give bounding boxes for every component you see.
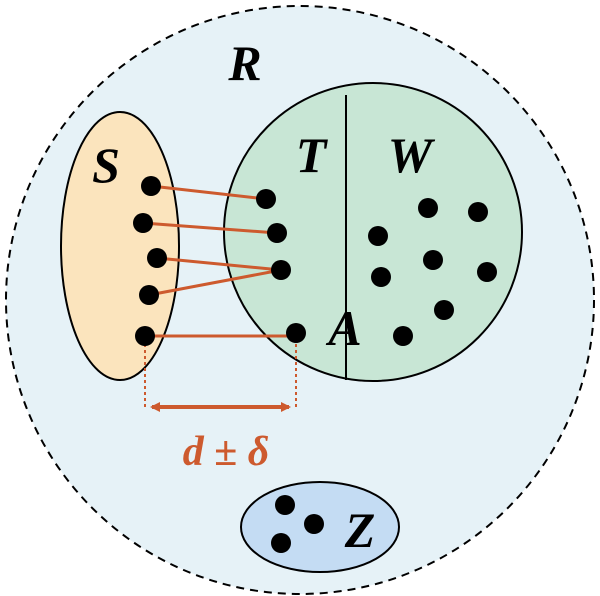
t-point bbox=[256, 189, 276, 209]
s-point bbox=[147, 248, 167, 268]
t-point bbox=[286, 323, 306, 343]
w-point bbox=[393, 326, 413, 346]
w-point bbox=[468, 202, 488, 222]
t-point bbox=[271, 260, 291, 280]
w-point bbox=[434, 300, 454, 320]
distance-label: d ± δ bbox=[183, 429, 270, 475]
label-w: W bbox=[388, 127, 436, 183]
s-point bbox=[135, 326, 155, 346]
z-point bbox=[304, 514, 324, 534]
points bbox=[133, 176, 497, 553]
t-point bbox=[267, 223, 287, 243]
link-s4-t3 bbox=[148, 268, 282, 297]
s-point bbox=[133, 213, 153, 233]
w-point bbox=[368, 226, 388, 246]
label-z: Z bbox=[344, 502, 376, 558]
w-point bbox=[371, 267, 391, 287]
s-point bbox=[141, 176, 161, 196]
link-s1-t1 bbox=[150, 184, 267, 201]
links bbox=[142, 184, 296, 338]
distance-indicator bbox=[144, 344, 297, 412]
w-point bbox=[418, 198, 438, 218]
label-a: A bbox=[325, 300, 361, 356]
z-point bbox=[275, 495, 295, 515]
label-s: S bbox=[92, 137, 120, 193]
set-s bbox=[60, 111, 180, 381]
link-s2-t2 bbox=[142, 221, 278, 235]
label-t: T bbox=[296, 127, 329, 183]
w-point bbox=[423, 250, 443, 270]
label-r: R bbox=[227, 35, 261, 91]
z-point bbox=[271, 533, 291, 553]
link-s3-t3 bbox=[156, 256, 282, 272]
s-point bbox=[139, 285, 159, 305]
w-point bbox=[477, 262, 497, 282]
